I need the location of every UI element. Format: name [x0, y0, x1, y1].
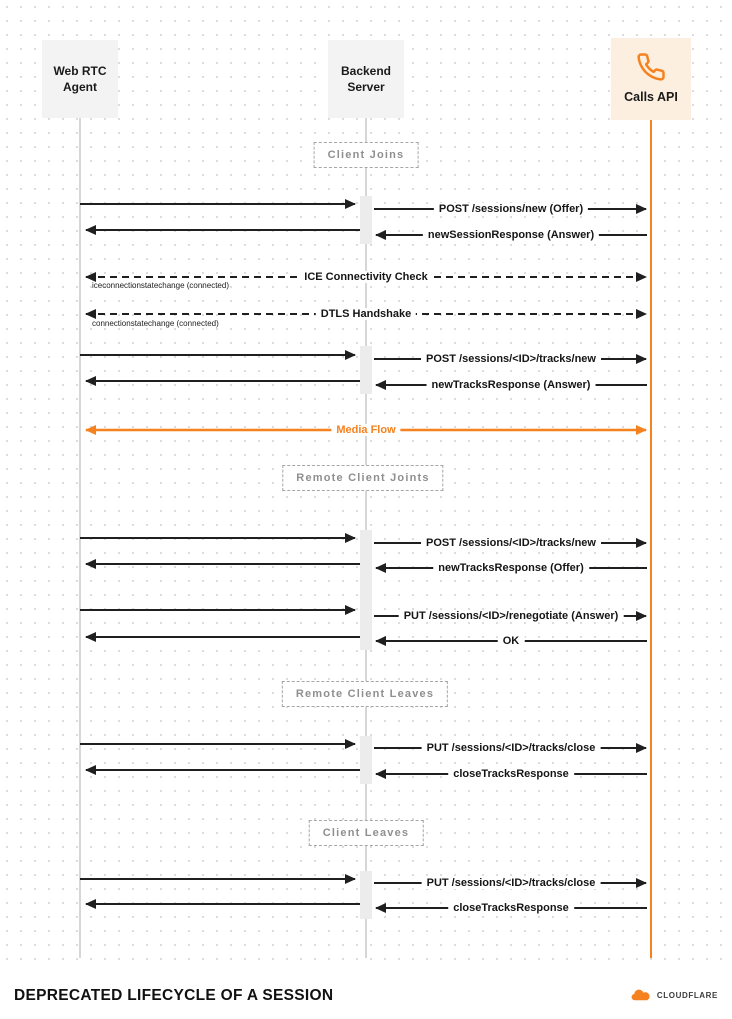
message-put-tracks-close-2: PUT /sessions/<ID>/tracks/close	[421, 877, 601, 889]
note-iceconnectionstatechange: iceconnectionstatechange (connected)	[92, 281, 229, 290]
phase-remote-client-joins: Remote Client Joints	[282, 465, 444, 491]
phone-icon	[636, 52, 666, 82]
message-post-sessions-new: POST /sessions/new (Offer)	[433, 203, 589, 215]
activation-bar-tracks-new	[360, 346, 372, 394]
page-title: DEPRECATED LIFECYCLE OF A SESSION	[14, 986, 334, 1004]
phase-client-leaves: Client Leaves	[308, 820, 424, 846]
actor-backend-server: Backend Server	[328, 40, 404, 118]
footer-bar: DEPRECATED LIFECYCLE OF A SESSION CLOUDF…	[0, 972, 732, 1019]
note-connectionstatechange: connectionstatechange (connected)	[92, 319, 219, 328]
message-put-renegotiate: PUT /sessions/<ID>/renegotiate (Answer)	[398, 610, 624, 622]
actor-calls-api: Calls API	[611, 38, 691, 120]
phase-client-joins: Client Joins	[313, 142, 419, 168]
message-ok: OK	[497, 635, 525, 647]
message-dtls-handshake: DTLS Handshake	[315, 308, 417, 320]
cloudflare-logo-icon	[630, 988, 652, 1003]
message-post-tracks-new-1: POST /sessions/<ID>/tracks/new	[421, 353, 601, 365]
phase-remote-client-joins-label: Remote Client Joints	[296, 472, 430, 484]
activation-bar-remote-leaves	[360, 736, 372, 784]
message-close-tracks-response-1: closeTracksResponse	[448, 768, 574, 780]
phase-client-leaves-label: Client Leaves	[322, 827, 410, 839]
cloudflare-brand: CLOUDFLARE	[630, 988, 718, 1003]
phase-remote-client-leaves: Remote Client Leaves	[281, 681, 449, 707]
message-ice-connectivity-check: ICE Connectivity Check	[299, 271, 433, 283]
activation-bar-client-leaves	[360, 871, 372, 919]
message-close-tracks-response-2: closeTracksResponse	[448, 902, 574, 914]
message-put-tracks-close-1: PUT /sessions/<ID>/tracks/close	[421, 742, 601, 754]
actor-web-rtc-agent: Web RTC Agent	[42, 40, 118, 118]
message-media-flow: Media Flow	[331, 424, 401, 436]
cloudflare-brand-text: CLOUDFLARE	[656, 991, 718, 1000]
activation-bar-client-joins	[360, 196, 372, 244]
actor-web-rtc-agent-label: Web RTC Agent	[53, 63, 107, 94]
activation-bar-remote-joins	[360, 530, 372, 650]
actor-calls-api-label: Calls API	[624, 90, 678, 105]
phase-remote-client-leaves-label: Remote Client Leaves	[295, 688, 435, 700]
message-new-tracks-response-answer: newTracksResponse (Answer)	[426, 379, 596, 391]
message-new-session-response: newSessionResponse (Answer)	[422, 229, 600, 241]
message-post-tracks-new-2: POST /sessions/<ID>/tracks/new	[421, 537, 601, 549]
phase-client-joins-label: Client Joins	[327, 149, 405, 161]
message-new-tracks-response-offer: newTracksResponse (Offer)	[433, 562, 589, 574]
actor-backend-server-label: Backend Server	[340, 63, 392, 94]
